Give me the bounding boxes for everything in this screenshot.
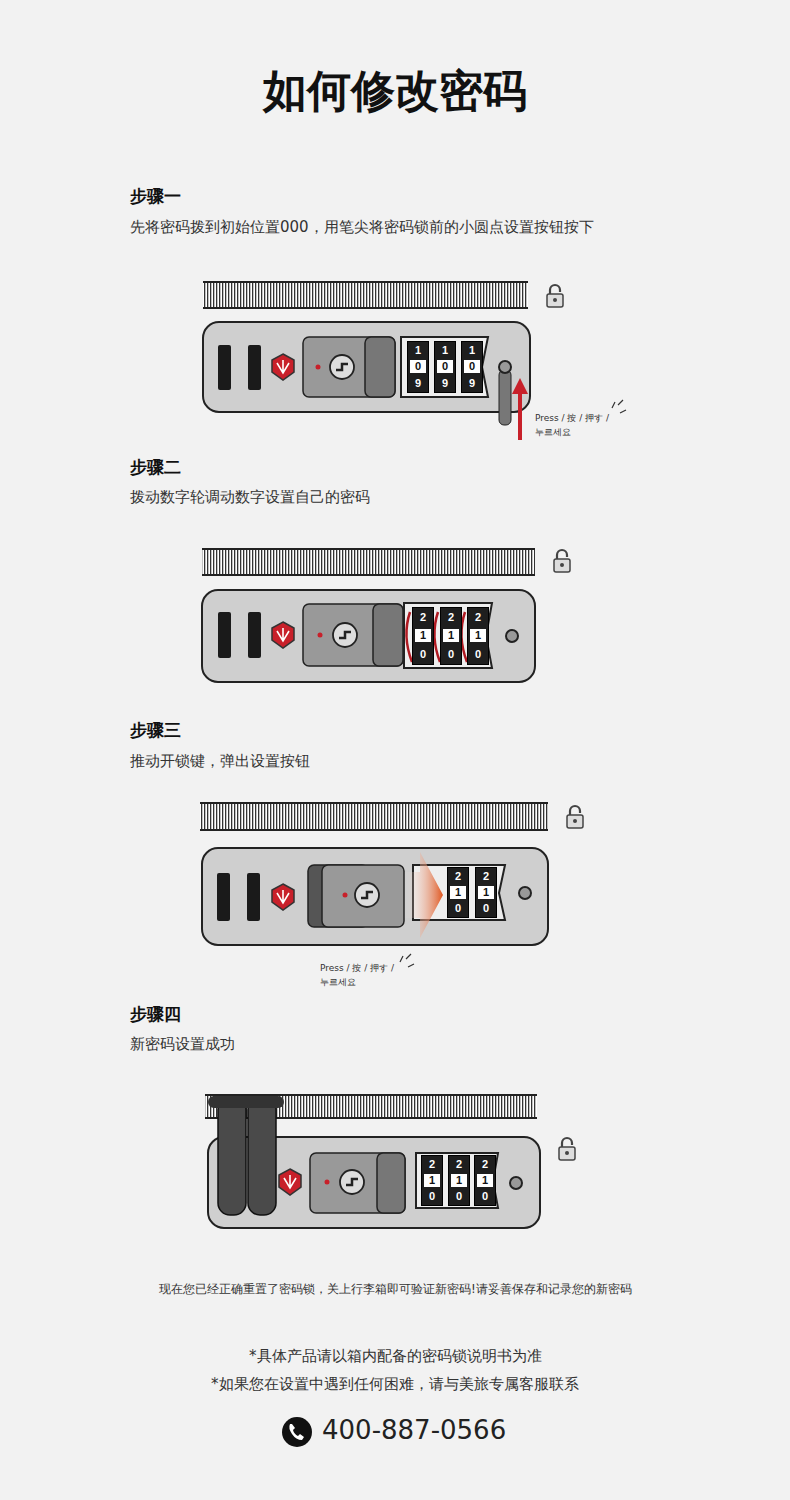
digit-wheel: 1 0 9: [407, 341, 429, 393]
wheel-digit: 0: [437, 360, 453, 373]
digit-wheel: 1 0 9: [434, 341, 456, 393]
wheel-digit: 0: [477, 1190, 493, 1203]
wheel-digit: 2: [424, 1158, 440, 1171]
digit-wheel: 2 1 0: [421, 1155, 443, 1206]
step-heading: 步骤三: [130, 721, 181, 741]
wheel-digit: 2: [415, 611, 431, 624]
wheel-digit: 1: [443, 629, 459, 642]
wheel-digit: 2: [450, 870, 466, 883]
step-heading: 步骤一: [130, 187, 181, 207]
note-text: 现在您已经正确重置了密码锁，关上行李箱即可验证新密码!请妥善保存和记录您的新密码: [159, 1283, 632, 1297]
wheel-digit: 1: [450, 886, 466, 899]
phone-number: 400-887-0566: [322, 1416, 506, 1446]
wheel-digit: 1: [410, 344, 426, 357]
digit-wheel: 2 1 0: [474, 1155, 496, 1206]
lock-3: [200, 803, 583, 967]
wheel-digit: 2: [443, 611, 459, 624]
digit-wheel: 2 1 0: [412, 607, 434, 665]
wheel-digit: 1: [477, 1174, 493, 1187]
step-text: 拨动数字轮调动数字设置自己的密码: [130, 489, 370, 506]
digit-wheel: 2 1 0: [440, 607, 462, 665]
lock-4: [205, 1095, 575, 1228]
wheel-digit: 1: [464, 344, 480, 357]
phone-icon: [282, 1417, 312, 1447]
step-heading: 步骤四: [130, 1005, 181, 1025]
step-heading: 步骤二: [130, 458, 181, 478]
wheel-digit: 1: [470, 629, 486, 642]
wheel-digit: 0: [443, 648, 459, 661]
wheel-digit: 0: [424, 1190, 440, 1203]
wheel-digit: 2: [451, 1158, 467, 1171]
wheel-digit: 0: [451, 1190, 467, 1203]
lock-2: [202, 549, 570, 682]
wheel-digit: 0: [450, 902, 466, 915]
wheel-digit: 1: [451, 1174, 467, 1187]
press-label: Press / 按 / 押す /: [320, 963, 394, 973]
digit-wheel: 2 1 0: [467, 607, 489, 665]
press-label: 누르세요: [320, 977, 356, 987]
lock-1: [203, 282, 626, 440]
press-label: 누르세요: [535, 427, 571, 437]
step-text: 新密码设置成功: [130, 1036, 235, 1053]
wheel-digit: 9: [410, 377, 426, 390]
wheel-digit: 0: [415, 648, 431, 661]
wheel-digit: 9: [464, 377, 480, 390]
step-text: 推动开锁键，弹出设置按钮: [130, 753, 310, 770]
digit-wheel: 2 1 0: [448, 1155, 470, 1206]
wheel-digit: 0: [464, 360, 480, 373]
press-label: Press / 按 / 押す /: [535, 413, 609, 423]
digit-wheel: 2 1 0: [475, 867, 497, 918]
wheel-digit: 0: [478, 902, 494, 915]
wheel-digit: 0: [410, 360, 426, 373]
wheel-digit: 1: [424, 1174, 440, 1187]
footnote: *如果您在设置中遇到任何困难，请与美旅专属客服联系: [211, 1376, 579, 1393]
wheel-digit: 0: [470, 648, 486, 661]
wheel-digit: 9: [437, 377, 453, 390]
footnote: *具体产品请以箱内配备的密码锁说明书为准: [249, 1348, 542, 1365]
step-text: 先将密码拨到初始位置000，用笔尖将密码锁前的小圆点设置按钮按下: [130, 219, 594, 236]
wheel-digit: 1: [478, 886, 494, 899]
wheel-digit: 1: [437, 344, 453, 357]
wheel-digit: 2: [478, 870, 494, 883]
wheel-digit: 1: [415, 629, 431, 642]
page-title: 如何修改密码: [263, 66, 527, 117]
wheel-digit: 2: [470, 611, 486, 624]
digit-wheel: 2 1 0: [447, 867, 469, 918]
wheel-digit: 2: [477, 1158, 493, 1171]
digit-wheel: 1 0 9: [461, 341, 483, 393]
